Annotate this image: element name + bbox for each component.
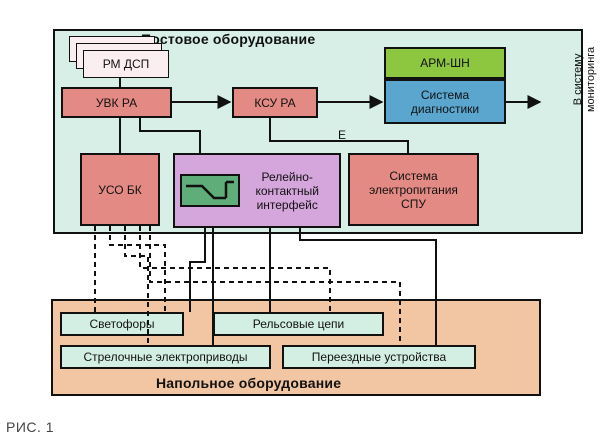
arm-shn-box: АРМ-ШН: [384, 47, 506, 79]
field-item-signals: Светофоры: [60, 312, 184, 336]
field-item-crossings: Переездные устройства: [282, 345, 476, 369]
relay-switch-icon: [180, 174, 240, 207]
field-item-track-circuits: Рельсовые цепи: [213, 312, 384, 336]
figure-caption: РИС. 1: [6, 419, 55, 435]
field-item-switch-drives: Стрелочные электроприводы: [60, 345, 271, 369]
uso-bk-box: УСО БК: [80, 153, 160, 226]
field-equipment-title: Напольное оборудование: [156, 375, 342, 391]
rm-dsp-box: РМ ДСП: [83, 50, 169, 78]
post-equipment-title: Постовое оборудование: [141, 31, 316, 47]
ksu-ra-box: КСУ РА: [232, 87, 318, 118]
monitoring-label-line1: В систему: [572, 53, 584, 106]
uvk-ra-box: УВК РА: [61, 87, 172, 118]
edge-label-e: Е: [338, 128, 347, 142]
monitoring-label-line2: мониторинга: [585, 46, 597, 112]
